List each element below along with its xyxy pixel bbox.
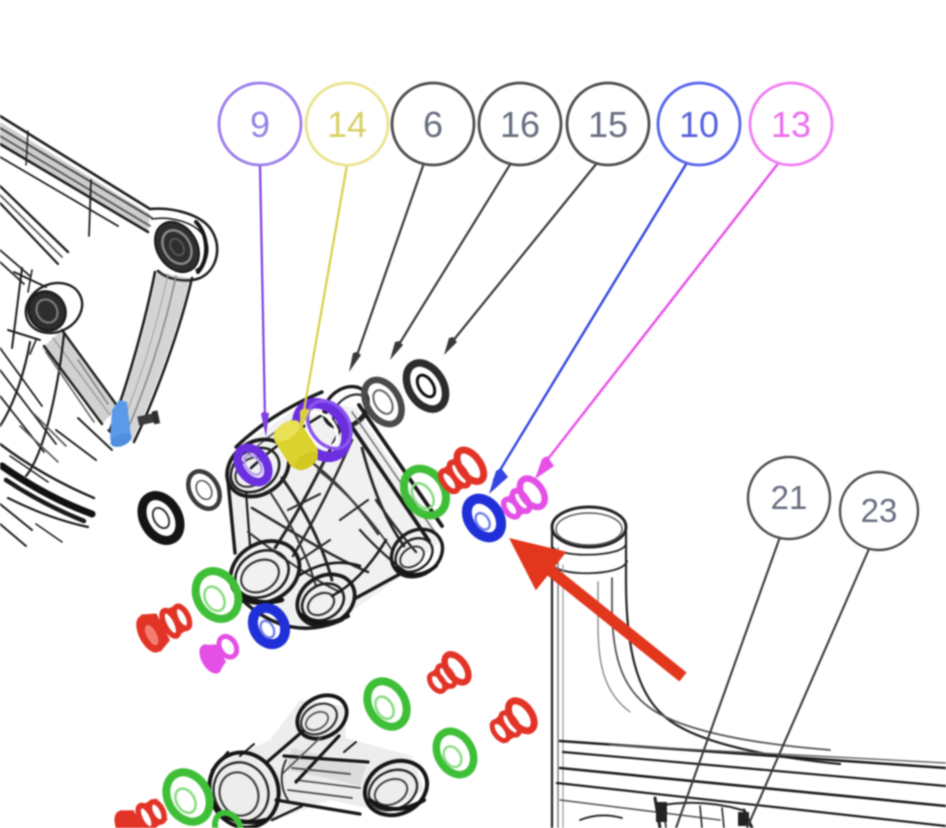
svg-text:10: 10 — [679, 104, 719, 145]
svg-text:13: 13 — [771, 104, 811, 145]
svg-text:23: 23 — [861, 492, 898, 529]
svg-text:14: 14 — [327, 104, 367, 145]
svg-text:15: 15 — [588, 104, 628, 145]
svg-text:16: 16 — [500, 104, 540, 145]
svg-text:6: 6 — [423, 104, 443, 145]
svg-text:21: 21 — [771, 479, 808, 516]
svg-text:9: 9 — [250, 104, 270, 145]
